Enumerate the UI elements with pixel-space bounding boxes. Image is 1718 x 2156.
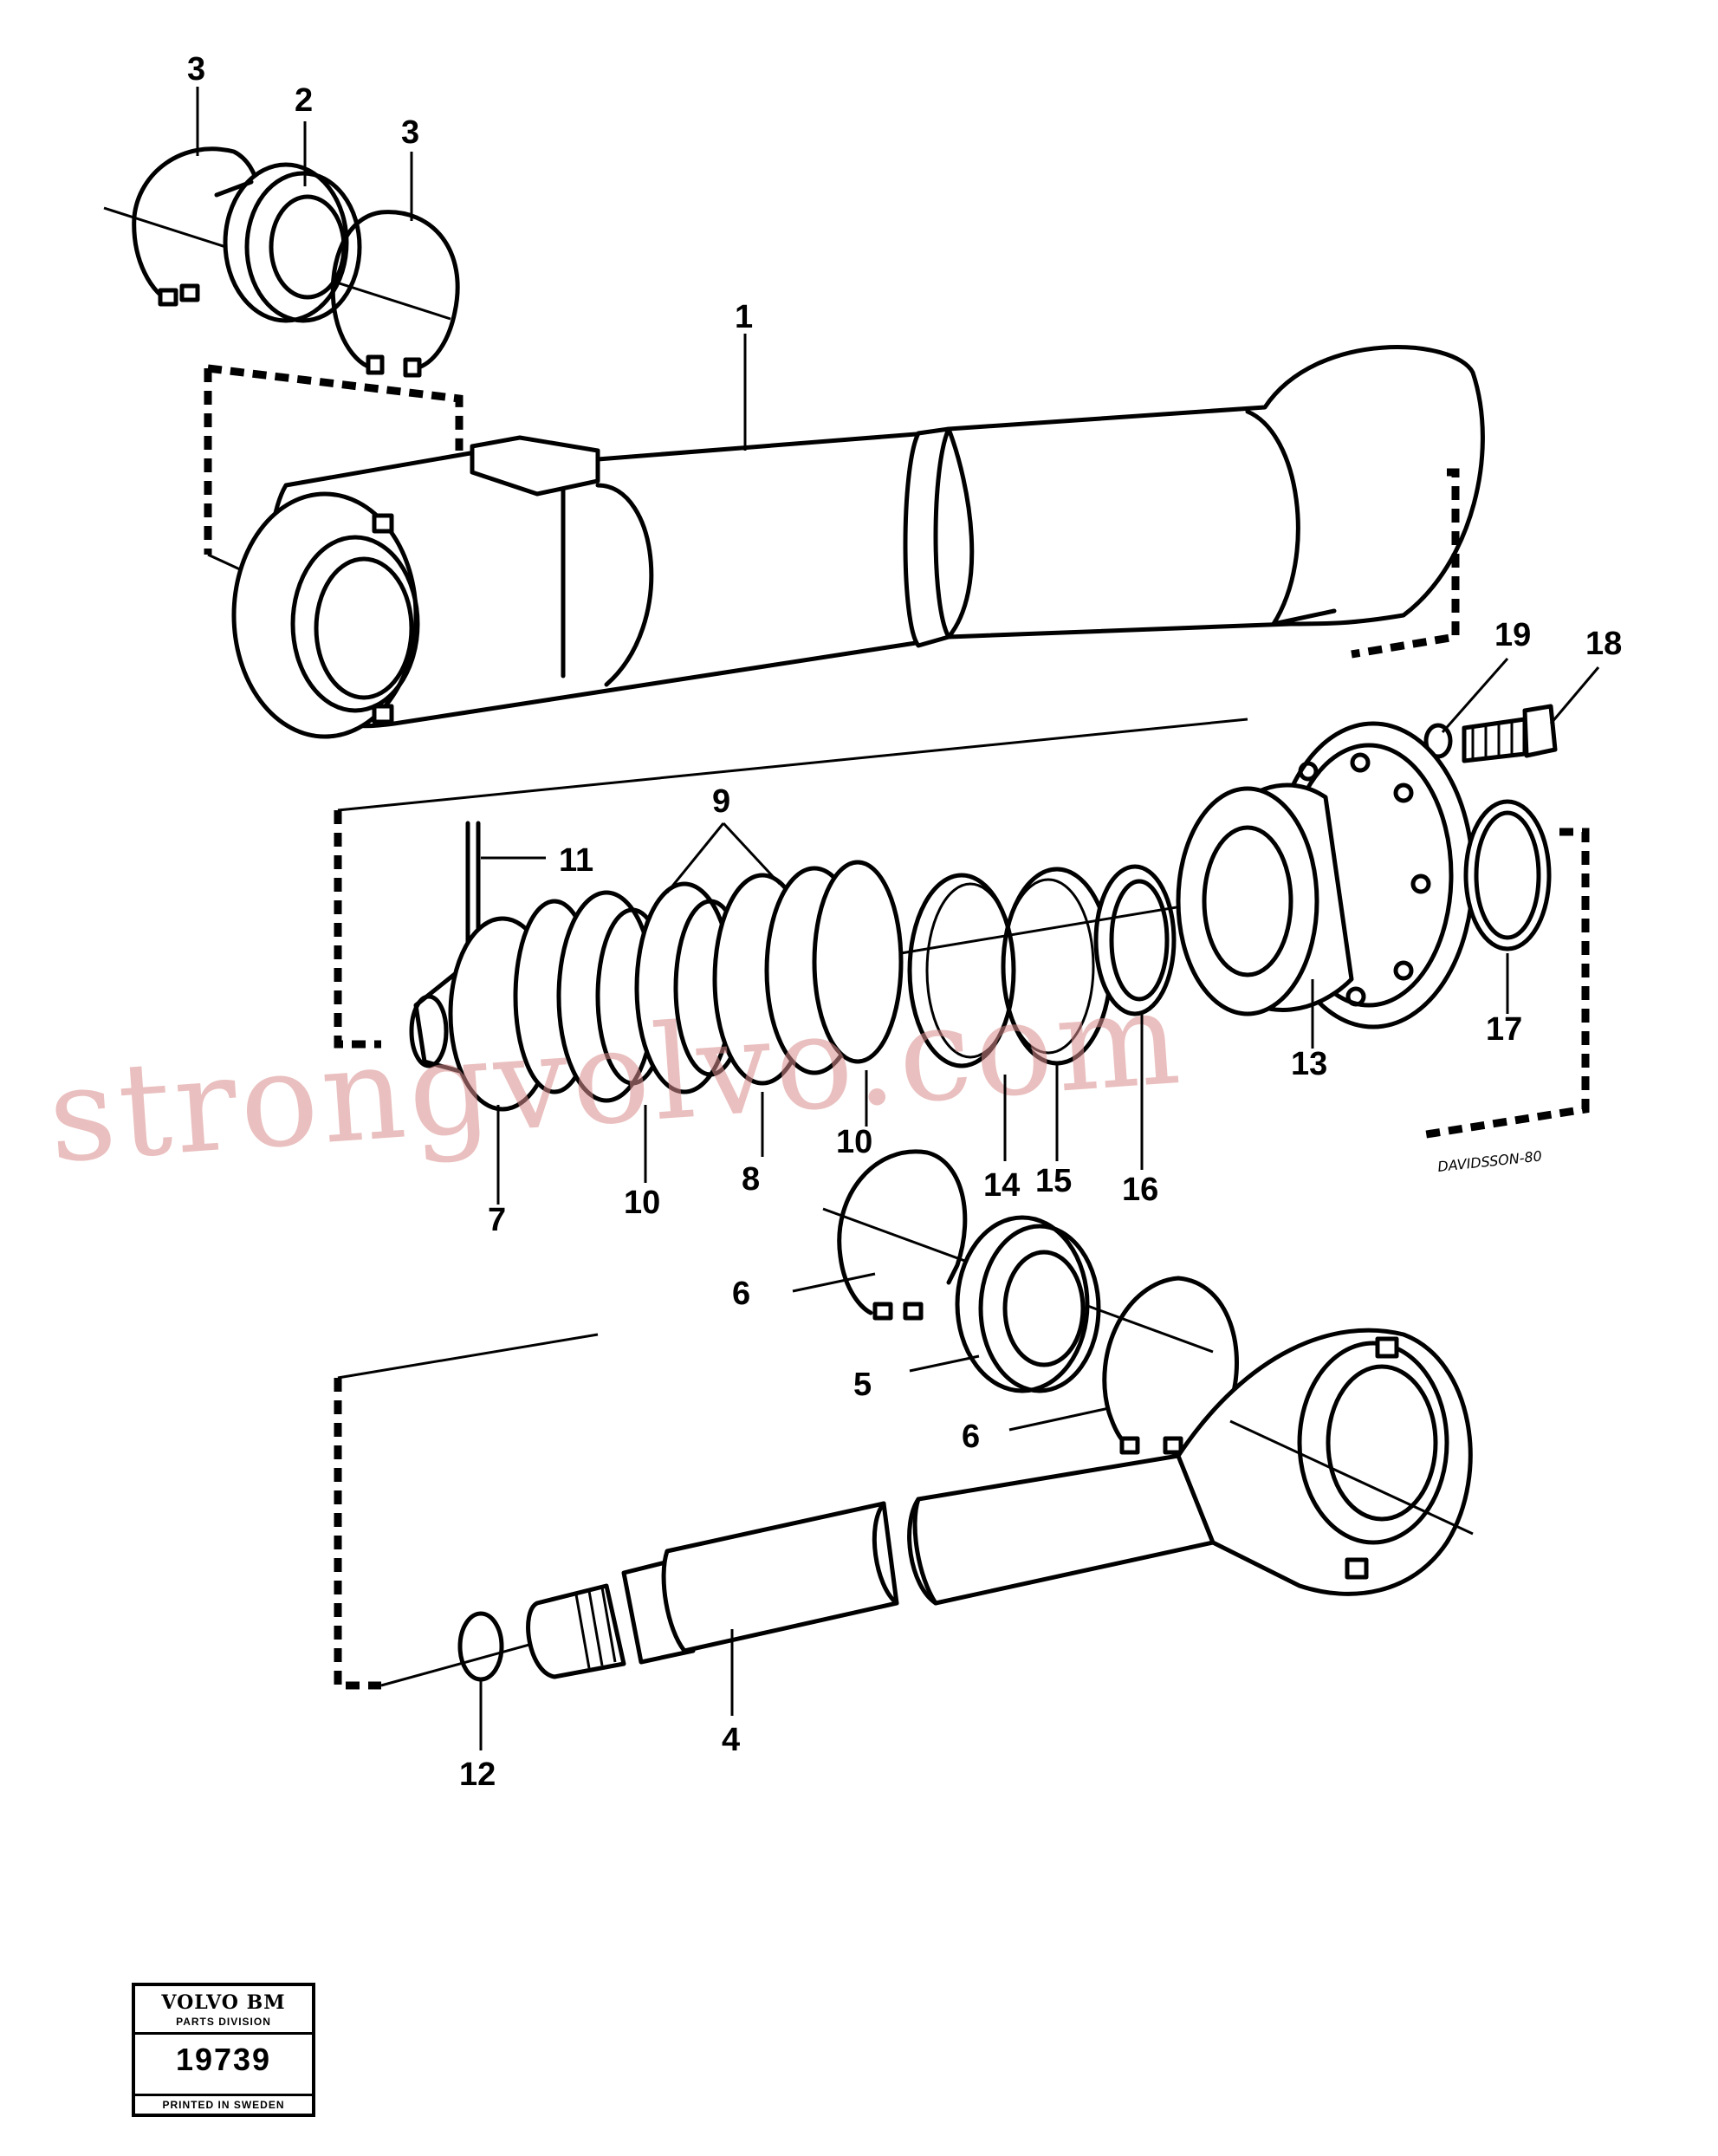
callout-16: 16 [1122,1172,1158,1208]
circlip-3b [330,210,460,371]
seal-rings [900,864,1266,1068]
callout-6b: 6 [962,1419,980,1455]
callout-8: 8 [742,1161,760,1198]
leader-lines [196,87,1600,1750]
callout-3b: 3 [401,114,419,151]
callout-1: 1 [735,299,753,335]
circlip-6a [837,1149,968,1315]
bearing-group-bottom [822,1149,1239,1455]
stamp-divider [135,2094,312,2096]
washer-19 [1423,723,1453,759]
oring-12 [457,1611,504,1682]
cylinder-head-13 [1176,721,1552,1029]
callout-5: 5 [853,1367,872,1403]
piston-rod-4 [380,1328,1474,1687]
callout-6a: 6 [732,1276,750,1312]
callout-15: 15 [1035,1163,1072,1199]
callout-18: 18 [1585,626,1622,662]
callout-7: 7 [488,1202,506,1238]
cylinder-tube-1 [231,345,1485,739]
callout-14: 14 [983,1167,1020,1204]
callout-4: 4 [722,1722,740,1758]
callout-9: 9 [712,783,730,820]
stamp-number: 19739 [175,2042,272,2077]
callout-2: 2 [295,82,313,119]
artist-signature: DAVIDSSON-80 [1436,1147,1542,1175]
ring-17 [1463,799,1552,951]
callout-11: 11 [559,842,593,879]
callout-13: 13 [1291,1046,1327,1082]
stamp-division: PARTS DIVISION [176,2016,271,2028]
bearing-2 [223,162,349,323]
stamp-footer: PRINTED IN SWEDEN [162,2099,285,2111]
bearing-5 [955,1215,1090,1393]
callout-labels: 1 2 3 3 4 5 6 6 7 8 9 10 10 11 12 13 14 … [187,51,1622,1793]
parts-division-stamp: VOLVO BM PARTS DIVISION 19739 PRINTED IN… [132,1983,315,2117]
callout-19: 19 [1494,617,1531,653]
screw-18 [1423,704,1558,763]
piston-assembly [409,821,904,1112]
callout-10a: 10 [836,1124,872,1160]
callout-12: 12 [459,1757,496,1793]
callout-10b: 10 [624,1185,660,1221]
stamp-brand: VOLVO BM [161,1991,286,2014]
callout-3a: 3 [187,51,205,88]
bearing-group-top [103,146,460,378]
callout-17: 17 [1486,1011,1522,1048]
stamp-divider [135,2032,312,2035]
